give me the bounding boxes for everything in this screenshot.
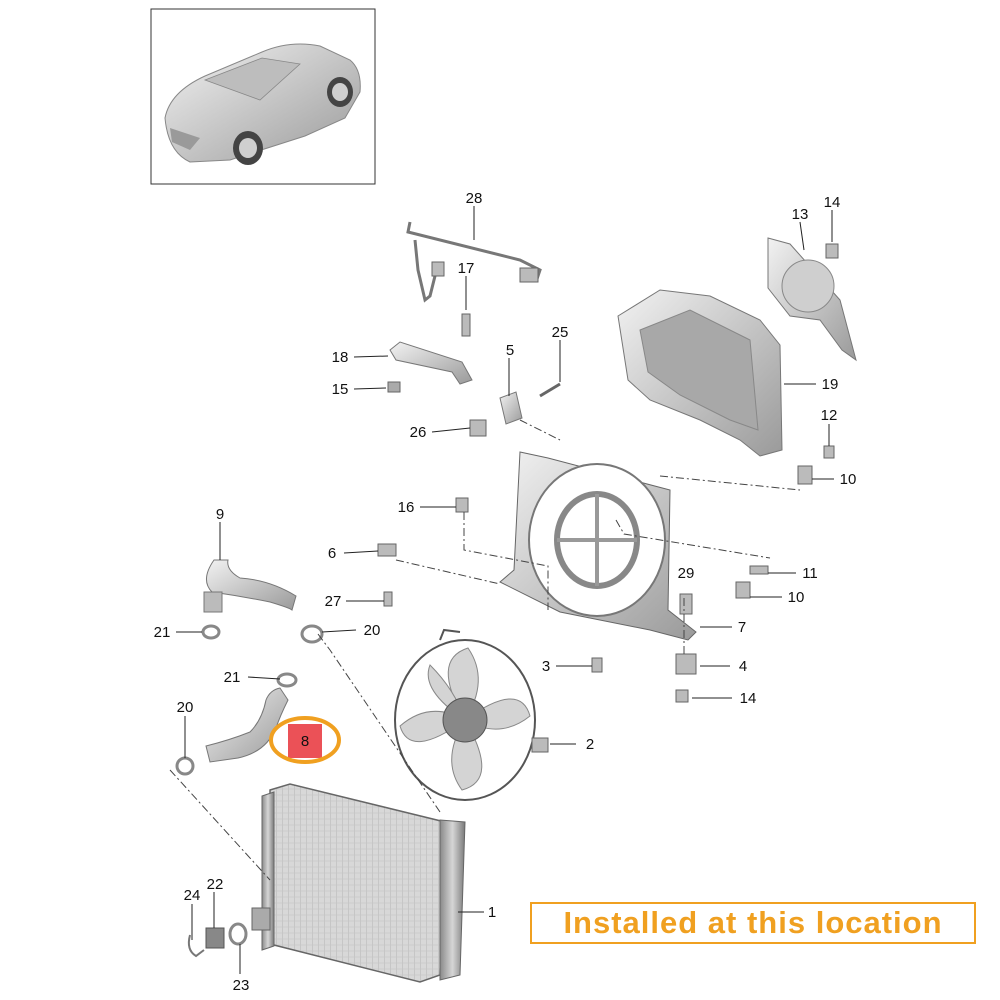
callout-7: 7 <box>738 619 746 636</box>
callout-21-left: 21 <box>154 624 171 641</box>
callout-13: 13 <box>792 206 809 223</box>
callout-9: 9 <box>216 506 224 523</box>
part-7-fan-shroud <box>499 451 697 641</box>
callout-1: 1 <box>488 904 496 921</box>
callout-29: 29 <box>678 565 695 582</box>
callout-24: 24 <box>184 887 201 904</box>
callout-16: 16 <box>398 499 415 516</box>
callout-11: 11 <box>802 565 818 582</box>
callout-27: 27 <box>325 593 342 610</box>
part-5-clip <box>469 382 561 437</box>
small-hardware <box>377 445 835 703</box>
callout-19: 19 <box>822 376 839 393</box>
part-18-bracket <box>387 313 473 393</box>
callout-17: 17 <box>458 260 475 277</box>
vehicle-thumbnail <box>150 8 376 185</box>
installed-location-note: Installed at this location <box>530 902 976 944</box>
part-19-air-duct <box>617 289 783 457</box>
callout-22: 22 <box>207 876 224 893</box>
callout-25: 25 <box>552 324 569 341</box>
rings-and-clamps <box>175 624 324 946</box>
callout-6: 6 <box>328 545 336 562</box>
callout-10-mid: 10 <box>788 589 805 606</box>
leader-lines <box>176 206 834 974</box>
part-13-cover <box>767 237 857 362</box>
callout-26: 26 <box>410 424 427 441</box>
callout-labels: 28 17 18 15 5 25 26 13 14 19 12 10 16 9 … <box>154 190 857 994</box>
callout-10-top: 10 <box>840 471 857 488</box>
callout-4: 4 <box>739 658 747 675</box>
callout-20-lower: 20 <box>177 699 194 716</box>
callout-14-top: 14 <box>824 194 841 211</box>
part-28-wiring-harness <box>406 221 542 303</box>
callout-18: 18 <box>332 349 349 366</box>
callout-8: 8 <box>301 733 309 750</box>
callout-12: 12 <box>821 407 838 424</box>
callout-21-lower: 21 <box>224 669 241 686</box>
callout-5: 5 <box>506 342 514 359</box>
callout-23: 23 <box>233 977 250 994</box>
highlight-part-8 <box>269 716 341 764</box>
callout-14-lower: 14 <box>740 690 757 707</box>
assembly-lines <box>169 419 801 881</box>
callout-28: 28 <box>466 190 483 207</box>
part-9-upper-hose <box>203 559 297 613</box>
callout-2: 2 <box>586 736 594 753</box>
callout-3: 3 <box>542 658 550 675</box>
callout-20-mid: 20 <box>364 622 381 639</box>
part-1-radiator <box>187 783 466 983</box>
part-2-fan <box>394 628 549 801</box>
callout-15: 15 <box>332 381 349 398</box>
